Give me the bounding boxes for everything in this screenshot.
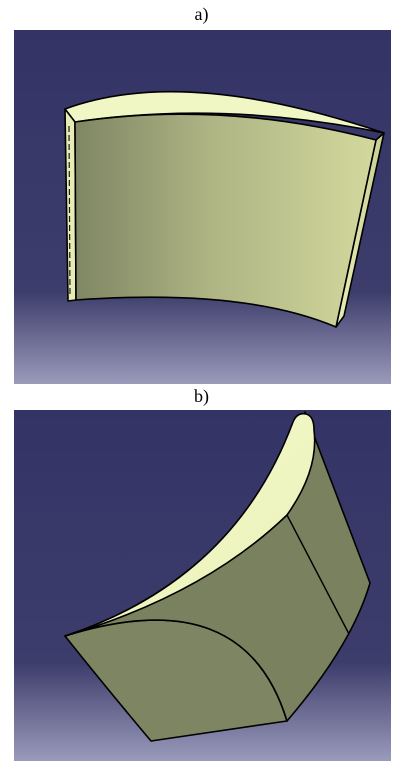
panel-a-label: a)	[194, 4, 209, 24]
cad-render-b	[14, 410, 391, 761]
curved-top-face	[64, 412, 316, 637]
panel-b-label: b)	[194, 386, 209, 406]
seam-edge	[286, 514, 350, 635]
cad-viewport-b	[14, 410, 391, 761]
cad-render-a	[14, 30, 391, 384]
front-face	[74, 113, 377, 328]
hidden-edge	[68, 125, 71, 297]
cad-viewport-a	[14, 30, 391, 384]
